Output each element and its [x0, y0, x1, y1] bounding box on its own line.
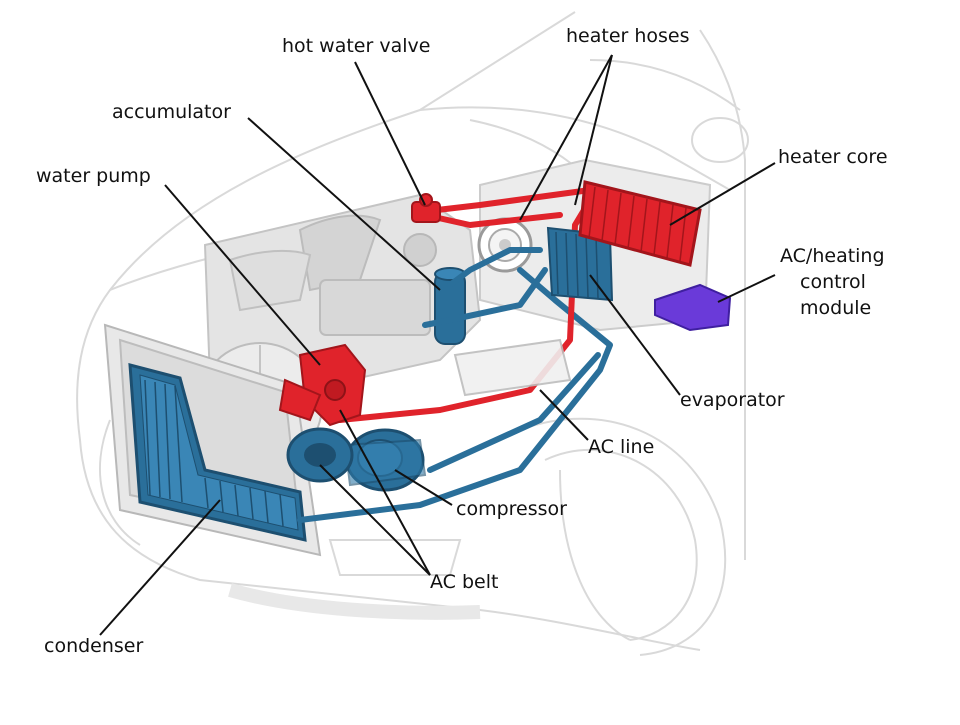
- coolant-reservoir: [453, 338, 572, 397]
- accumulator: [434, 267, 466, 345]
- label-water-pump: water pump: [36, 165, 151, 187]
- leader-lines: [99, 54, 776, 636]
- label-condenser: condenser: [44, 635, 143, 657]
- heater-core: [578, 180, 702, 267]
- label-hot-water-valve: hot water valve: [282, 35, 430, 57]
- label-compressor: compressor: [456, 498, 567, 520]
- ac-belt: [286, 427, 354, 483]
- label-ac-line: AC line: [588, 436, 654, 458]
- blue-lines: [297, 247, 613, 523]
- label-control-module-line-1: AC/heating: [780, 245, 885, 267]
- condenser: [128, 363, 307, 542]
- ac-heating-control-module: [654, 283, 732, 332]
- labels: hot water valve heater hoses accumulator…: [36, 25, 888, 657]
- label-heater-core: heater core: [778, 146, 888, 168]
- hot-water-valve: [411, 193, 441, 223]
- car-body: [76, 11, 749, 656]
- label-control-module-line-3: module: [800, 297, 871, 319]
- label-control-module-line-2: control: [800, 271, 866, 293]
- label-ac-belt: AC belt: [430, 571, 498, 593]
- label-evaporator: evaporator: [680, 389, 785, 411]
- label-accumulator: accumulator: [112, 101, 231, 123]
- label-heater-hoses: heater hoses: [566, 25, 690, 47]
- water-pump: [278, 343, 367, 427]
